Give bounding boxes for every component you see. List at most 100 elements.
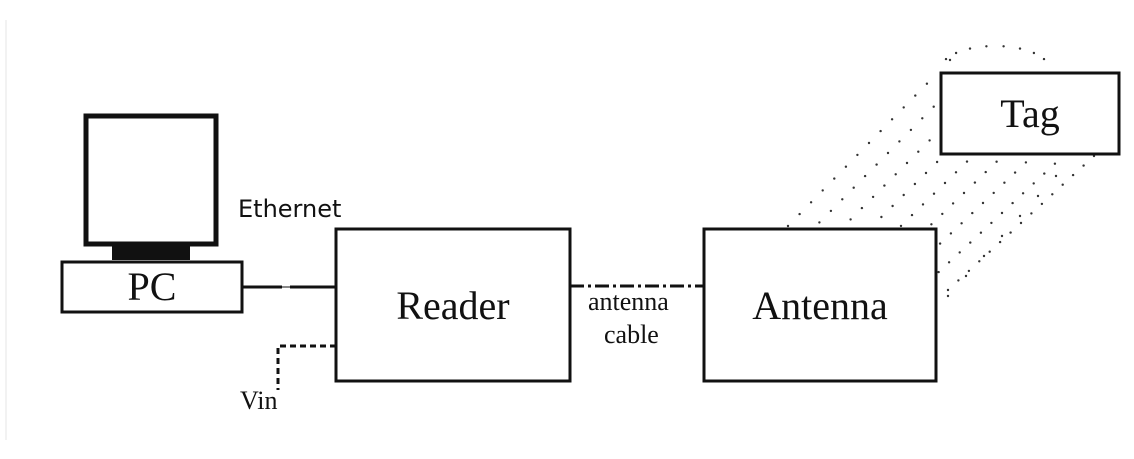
- field-dot: [880, 215, 883, 219]
- field-dot: [898, 140, 901, 143]
- field-dot: [849, 218, 852, 221]
- field-dot: [1024, 161, 1028, 164]
- field-dot: [921, 117, 924, 120]
- field-dot: [1021, 192, 1025, 195]
- field-dot: [871, 195, 875, 199]
- antenna-cable-label-line2: cable: [604, 320, 659, 349]
- vin-label: Vin: [240, 386, 278, 415]
- field-dot: [818, 221, 821, 224]
- field-dot: [932, 192, 936, 195]
- field-dot: [954, 51, 958, 55]
- field-dot: [951, 202, 955, 205]
- pc-label: PC: [127, 264, 177, 309]
- field-dot: [998, 240, 1002, 244]
- field-dot: [985, 45, 988, 48]
- field-dot: [932, 105, 935, 108]
- field-dot: [1054, 174, 1058, 178]
- field-dot: [883, 184, 886, 187]
- field-dot: [990, 221, 993, 225]
- field-dot: [947, 261, 951, 264]
- field-dot: [1030, 212, 1033, 215]
- field-dot: [984, 170, 987, 174]
- field-dot: [1036, 194, 1040, 198]
- field-dot: [981, 201, 985, 205]
- antenna-label: Antenna: [752, 283, 888, 328]
- antenna-box: [702, 227, 938, 383]
- field-dot: [1071, 173, 1075, 177]
- field-dot: [1018, 47, 1022, 50]
- field-dot: [978, 260, 981, 263]
- field-dot: [1032, 51, 1036, 55]
- field-dot: [1051, 193, 1054, 196]
- field-dot: [1013, 171, 1017, 174]
- field-dot: [982, 254, 986, 258]
- field-dot: [1003, 181, 1006, 184]
- field-dot: [941, 212, 944, 216]
- tag-label: Tag: [1000, 91, 1060, 136]
- field-dot: [875, 163, 878, 166]
- field-dot: [988, 250, 991, 253]
- field-dot: [1040, 202, 1044, 206]
- field-dot: [943, 181, 947, 185]
- field-dot: [946, 288, 950, 292]
- field-dot: [948, 58, 952, 62]
- field-dot: [946, 294, 950, 298]
- field-dot: [841, 198, 844, 201]
- field-dot: [965, 160, 969, 163]
- field-dot: [1061, 183, 1064, 186]
- field-dot: [821, 189, 824, 192]
- field-dot: [971, 211, 974, 215]
- monitor-icon: [83, 113, 219, 260]
- tag-box: [939, 71, 1121, 156]
- field-dot: [798, 212, 801, 216]
- field-dot: [969, 241, 972, 244]
- field-dot: [910, 213, 914, 217]
- field-dot: [891, 204, 894, 208]
- field-dot: [1000, 234, 1004, 238]
- field-dot: [958, 251, 961, 254]
- field-dot: [960, 222, 963, 225]
- field-dot: [962, 191, 966, 195]
- field-dot: [844, 165, 848, 168]
- field-dot: [786, 224, 790, 228]
- field-dot: [1011, 201, 1014, 205]
- field-dot: [1043, 172, 1046, 175]
- reader-box: [334, 227, 572, 383]
- field-dot: [930, 223, 933, 226]
- field-dot: [957, 279, 960, 282]
- vin-line: [276, 344, 336, 390]
- field-dot: [928, 139, 931, 142]
- field-dot: [894, 173, 897, 176]
- field-dot: [968, 47, 972, 50]
- field-dot: [913, 182, 917, 186]
- field-dot: [973, 181, 977, 184]
- field-dot: [944, 57, 948, 61]
- field-dot: [979, 231, 983, 234]
- field-dot: [863, 174, 867, 178]
- reader-label: Reader: [396, 283, 510, 328]
- field-dot: [1053, 162, 1057, 165]
- field-dot: [860, 206, 864, 210]
- field-dot: [856, 153, 859, 157]
- field-dot: [925, 82, 929, 85]
- field-dot: [921, 203, 925, 206]
- field-dot: [964, 274, 968, 278]
- antenna-cable-label-line1: antenna: [588, 287, 669, 316]
- field-dot: [1082, 164, 1085, 167]
- field-dot: [1032, 182, 1035, 185]
- field-dot: [899, 224, 903, 228]
- field-dot: [1000, 211, 1004, 215]
- field-dot: [954, 171, 958, 174]
- field-dot: [995, 160, 998, 163]
- field-dot: [924, 171, 928, 175]
- field-dot: [833, 177, 836, 180]
- field-dot: [938, 242, 942, 245]
- field-dot: [1042, 57, 1046, 61]
- field-dot: [1002, 45, 1005, 48]
- field-dot: [829, 209, 833, 213]
- field-dot: [852, 186, 855, 189]
- field-dot: [902, 193, 905, 197]
- ethernet-label: Ethernet: [238, 195, 342, 223]
